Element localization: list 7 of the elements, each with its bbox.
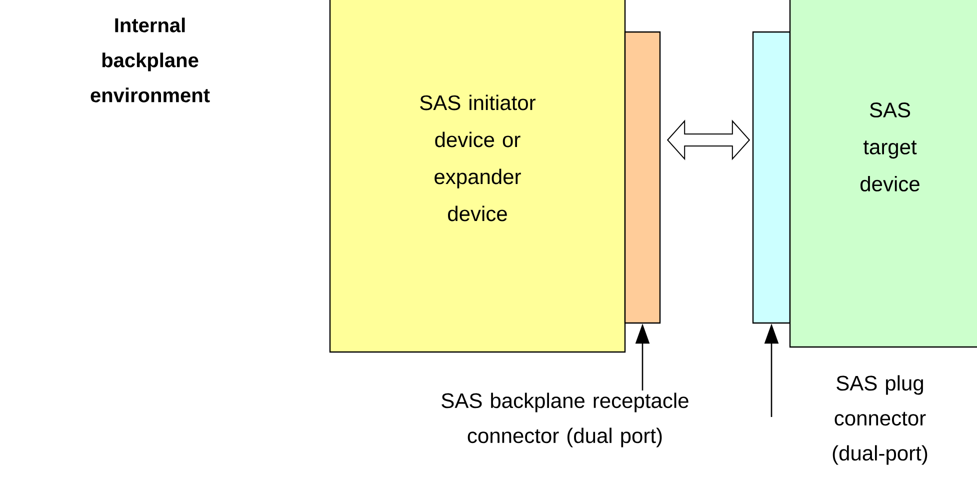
device-box: SAS initiator device or expander device [329, 0, 626, 353]
receptacle-connector [624, 31, 661, 324]
connector-label: SAS backplane receptacle connector (dual port) [442, 392, 688, 448]
plug-connector [752, 31, 791, 324]
connector-label: SAS plug connector (dual-port) [832, 375, 928, 465]
heading: Internal backplane environment [90, 18, 210, 102]
device-box: SAS target device [789, 0, 977, 348]
